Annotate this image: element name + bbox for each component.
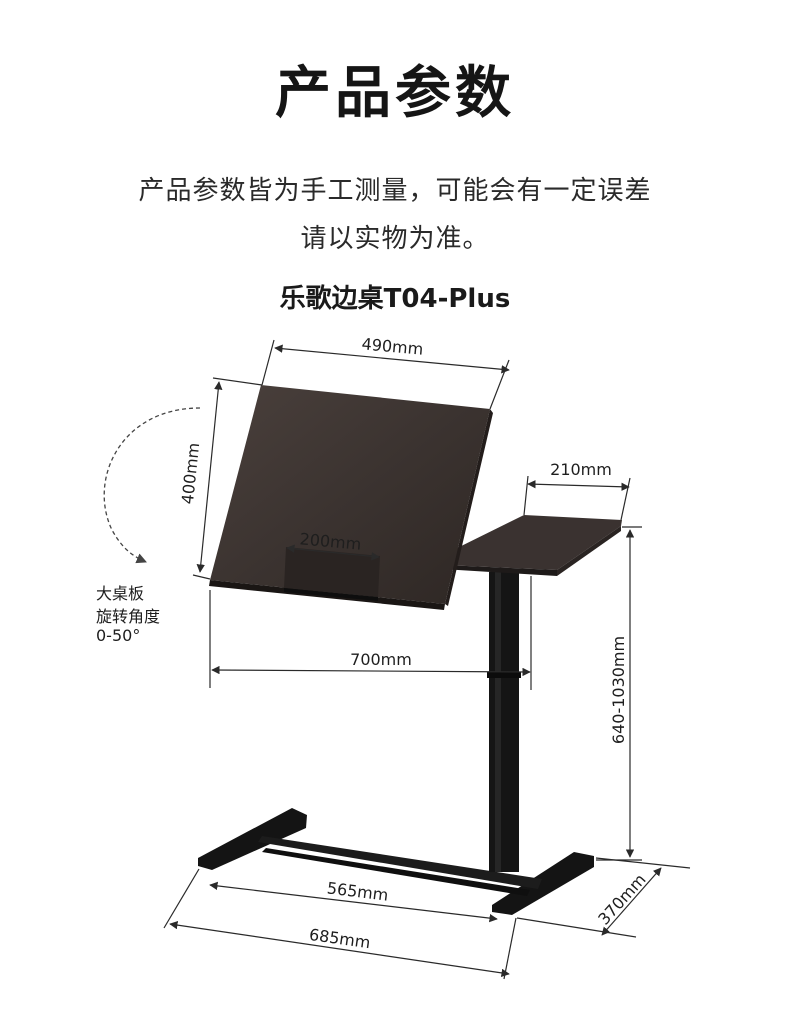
measurement-note-line2: 请以实物为准。 xyxy=(300,224,490,254)
dim-side-width: 210mm xyxy=(550,460,612,479)
dimension-lines xyxy=(163,339,691,980)
dim-base-depth: 370mm xyxy=(594,870,649,929)
dim-overall-width: 700mm xyxy=(350,650,412,669)
rear-foot xyxy=(198,808,307,870)
base-frame xyxy=(198,808,594,915)
rotation-note-line3: 0-50° xyxy=(96,626,141,645)
rotation-note-line1: 大桌板 xyxy=(96,584,145,603)
front-foot xyxy=(492,852,594,915)
dim-top-depth: 400mm xyxy=(178,442,203,505)
stretcher-bar xyxy=(258,836,542,889)
page-title: 产品参数 xyxy=(275,61,515,126)
dim-top-width: 490mm xyxy=(361,334,424,358)
rotation-note-line2: 旋转角度 xyxy=(96,607,161,626)
lift-column xyxy=(487,572,521,872)
dim-base-outer: 685mm xyxy=(308,925,372,952)
dim-height-range: 640-1030mm xyxy=(609,636,628,744)
measurement-note-line1: 产品参数皆为手工测量，可能会有一定误差 xyxy=(138,176,652,206)
product-model: 乐歌边桌T04-Plus xyxy=(279,284,511,314)
dim-base-inner: 565mm xyxy=(326,878,390,904)
rotation-arrow xyxy=(103,407,201,564)
side-tabletop xyxy=(437,515,622,576)
main-tabletop xyxy=(209,385,493,610)
